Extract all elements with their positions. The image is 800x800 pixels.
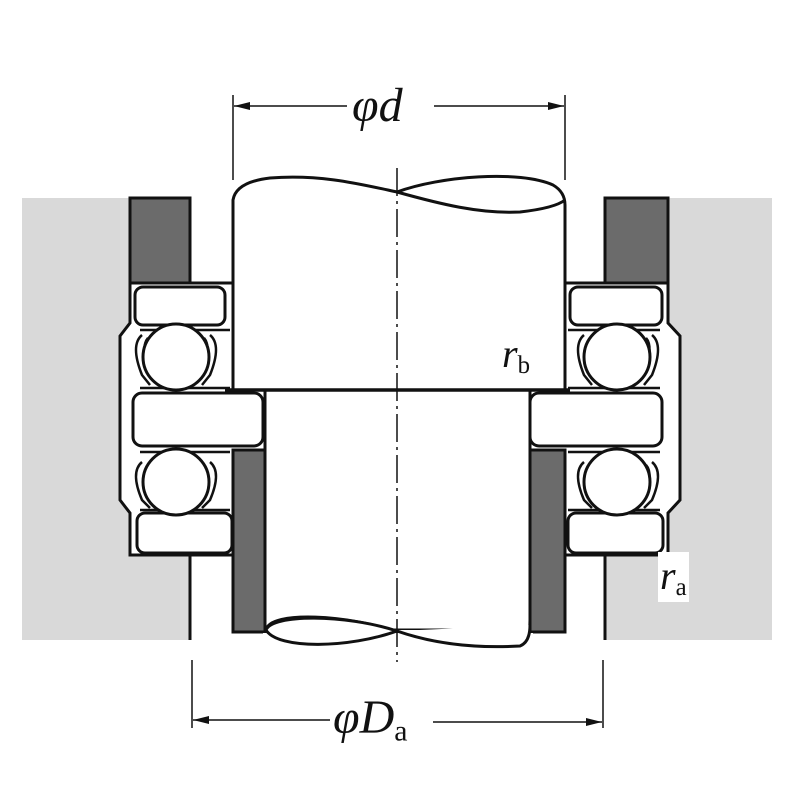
housing-washer-top-right [568,285,664,327]
ball-lower-right [582,447,652,517]
shaft-washer-center-left [131,391,265,448]
housing-washer-bottom-right [566,511,665,555]
arrow-right-icon [586,718,602,726]
housing-washer-bottom-left [135,511,234,555]
spacer-right [528,448,567,634]
arrow-left-icon [234,102,250,110]
spacer-left [231,448,267,634]
housing-washer-top-left [133,285,227,327]
arrow-left-icon [193,716,209,724]
ball-upper-right [582,322,652,392]
shaft-washer-center-right [528,391,664,448]
label-housing-fillet-radius: ra [658,552,689,603]
shoulder-right [603,196,670,285]
label-shaft-diameter: φd [352,79,403,132]
arrow-right-icon [548,102,564,110]
shaft-upper-twist [396,190,566,214]
ball-upper-left [141,322,211,392]
ball-lower-left [141,447,211,517]
bearing-outline-right [565,281,682,557]
bearing-outline-left [118,281,233,557]
label-housing-abutment-diameter: φDa [333,691,408,748]
shoulder-left [128,196,192,285]
label-shaft-fillet-radius: rb [502,331,530,380]
